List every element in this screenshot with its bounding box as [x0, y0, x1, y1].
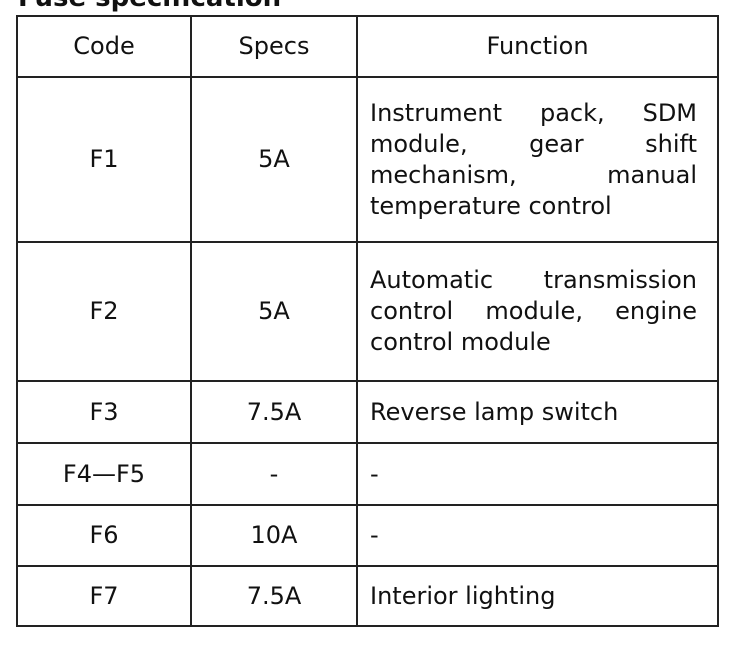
fuse-code-cell: F2 — [16, 241, 192, 382]
fuse-code-cell: F3 — [16, 380, 192, 444]
table-row: F3 7.5A Reverse lamp switch — [16, 380, 719, 444]
fuse-function-cell: Interior lighting — [356, 565, 719, 627]
table-row: F1 5A Instrument pack, SDM module, gear … — [16, 76, 719, 243]
fuse-specs-cell: 5A — [190, 76, 358, 243]
fuse-function-cell: Instrument pack, SDM module, gear shift … — [356, 76, 719, 243]
fuse-function-cell: - — [356, 442, 719, 506]
fuse-code-cell: F7 — [16, 565, 192, 627]
fuse-specs-cell: 7.5A — [190, 565, 358, 627]
table-header-row: Code Specs Function — [16, 15, 719, 78]
fuse-function-cell: - — [356, 504, 719, 567]
fuse-code-cell: F1 — [16, 76, 192, 243]
column-header-specs: Specs — [190, 15, 358, 78]
column-header-code: Code — [16, 15, 192, 78]
fuse-specs-cell: 7.5A — [190, 380, 358, 444]
fuse-specs-cell: 10A — [190, 504, 358, 567]
fuse-specs-cell: 5A — [190, 241, 358, 382]
table-row: F4—F5 - - — [16, 442, 719, 506]
fuse-specification-table: Code Specs Function F1 5A Instrument pac… — [16, 15, 719, 627]
column-header-function: Function — [356, 15, 719, 78]
table-row: F7 7.5A Interior lighting — [16, 565, 719, 627]
fuse-specs-cell: - — [190, 442, 358, 506]
table-row: F2 5A Automatic transmission control mod… — [16, 241, 719, 382]
section-heading: Fuse specification — [18, 0, 281, 13]
fuse-function-cell: Automatic transmission control module, e… — [356, 241, 719, 382]
table-row: F6 10A - — [16, 504, 719, 567]
fuse-code-cell: F4—F5 — [16, 442, 192, 506]
fuse-function-cell: Reverse lamp switch — [356, 380, 719, 444]
fuse-code-cell: F6 — [16, 504, 192, 567]
